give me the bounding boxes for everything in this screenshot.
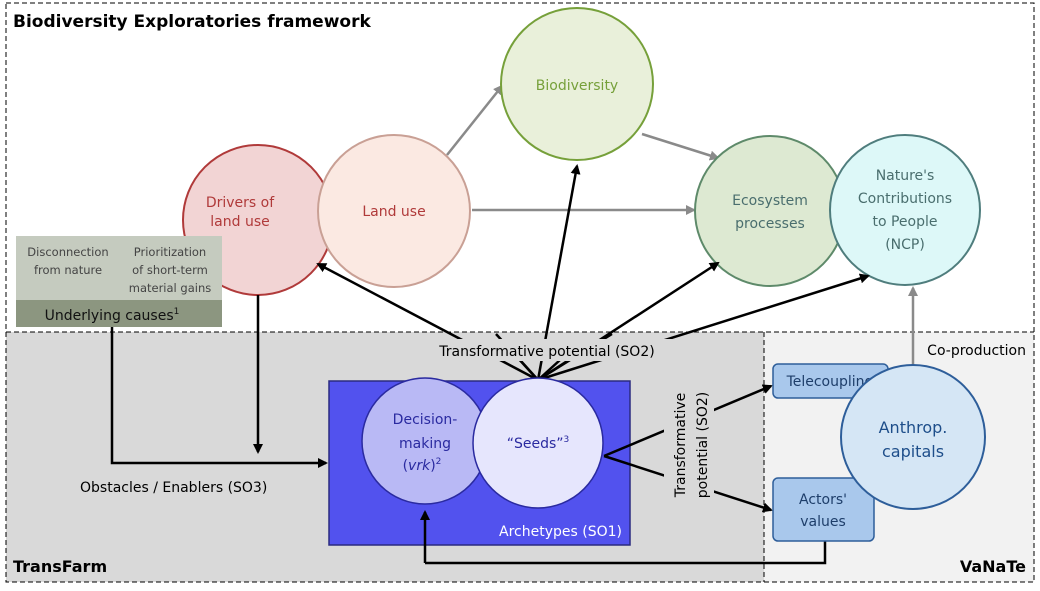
svg-text:Telecoupling: Telecoupling [786, 374, 874, 390]
vanate-label: VaNaTe [960, 557, 1026, 576]
transformative-potential-side-label: Transformative [673, 393, 689, 499]
svg-text:Nature's: Nature's [876, 168, 935, 184]
svg-text:values: values [800, 514, 846, 530]
obstacles-label: Obstacles / Enablers (SO3) [80, 480, 267, 496]
node-ncp: Nature's Contributions to People (NCP) [829, 134, 981, 286]
svg-text:“Seeds”3: “Seeds”3 [507, 435, 570, 452]
underlying-causes-box: Disconnection from nature Prioritization… [16, 236, 222, 327]
node-anthrop-capitals: Anthrop. capitals [840, 364, 986, 510]
arrow-biodiversity-ecosystem [641, 132, 720, 161]
svg-text:Contributions: Contributions [858, 191, 952, 207]
svg-text:Land use: Land use [362, 204, 425, 220]
svg-text:Prioritization: Prioritization [134, 245, 206, 259]
svg-text:Actors': Actors' [799, 492, 847, 508]
arrow-landuse-biodiversity [446, 84, 504, 156]
svg-text:of short-term: of short-term [132, 263, 208, 277]
node-ecosystem-processes: Ecosystem processes [694, 135, 846, 287]
svg-text:Anthrop.: Anthrop. [879, 418, 948, 437]
svg-text:Drivers of: Drivers of [206, 195, 275, 211]
outer-frame [5, 2, 1035, 583]
svg-text:(NCP): (NCP) [885, 237, 925, 253]
svg-text:Ecosystem: Ecosystem [732, 193, 808, 209]
arrow-actors-to-decision [425, 541, 827, 565]
svg-text:Disconnection: Disconnection [27, 245, 108, 259]
svg-text:land use: land use [210, 214, 269, 230]
transformative-potential-label: Transformative potential (SO2) [438, 344, 654, 360]
node-land-use: Land use [317, 134, 471, 288]
svg-text:(vrk)2: (vrk)2 [403, 457, 442, 474]
transformative-potential-side-label-2: potential (SO2) [695, 392, 711, 498]
svg-text:Decision-: Decision- [393, 412, 458, 428]
node-biodiversity: Biodiversity [500, 7, 654, 161]
arrow-underlying-to-archetypes [110, 327, 328, 468]
label-backing [418, 339, 676, 361]
node-decision-making: Decision- making (vrk)2 [361, 377, 489, 505]
node-seeds: “Seeds”3 [472, 377, 604, 509]
coproduction-label: Co-production [927, 343, 1026, 359]
svg-text:processes: processes [735, 216, 805, 232]
svg-text:material gains: material gains [129, 281, 211, 295]
svg-text:from nature: from nature [34, 263, 102, 277]
svg-text:Biodiversity: Biodiversity [536, 78, 618, 94]
svg-text:Underlying causes1: Underlying causes1 [45, 307, 180, 324]
diagram-title: Biodiversity Exploratories framework [13, 12, 371, 32]
transfarm-label: TransFarm [13, 557, 107, 576]
svg-text:making: making [399, 436, 451, 452]
svg-text:capitals: capitals [882, 442, 944, 461]
node-actors-values: Actors' values [772, 477, 875, 542]
label-backing [664, 370, 714, 520]
svg-text:Archetypes (SO1): Archetypes (SO1) [499, 524, 622, 540]
svg-text:to People: to People [872, 214, 937, 230]
